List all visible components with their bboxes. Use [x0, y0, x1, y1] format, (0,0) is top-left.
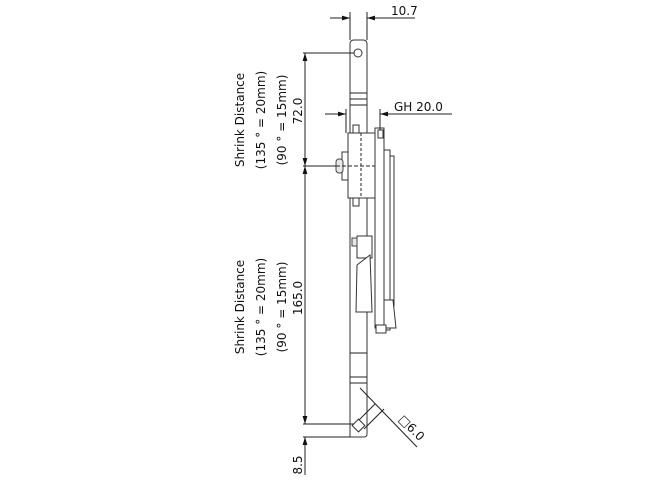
dim-width-top: 10.7 [391, 4, 418, 18]
dimension-lines [302, 12, 452, 475]
note-lower-line1: (135 ° = 20mm) [254, 258, 268, 356]
note-lower: Shrink Distance (135 ° = 20mm) (90 ° = 1… [233, 258, 289, 356]
dim-square: □6.0 [396, 412, 427, 443]
dim-lower: 165.0 [291, 281, 305, 315]
square-drive [351, 418, 366, 433]
note-lower-title: Shrink Distance [233, 260, 247, 354]
note-upper: Shrink Distance (135 ° = 20mm) (90 ° = 1… [233, 71, 289, 169]
dim-gh: GH 20.0 [394, 100, 443, 114]
dim-upper: 72.0 [291, 98, 305, 125]
gearbox [335, 124, 397, 334]
note-upper-line2: (90 ° = 15mm) [275, 75, 289, 166]
dim-bottom: 8.5 [291, 455, 305, 474]
note-lower-line2: (90 ° = 15mm) [275, 262, 289, 353]
note-upper-title: Shrink Distance [233, 73, 247, 167]
note-upper-line1: (135 ° = 20mm) [254, 71, 268, 169]
